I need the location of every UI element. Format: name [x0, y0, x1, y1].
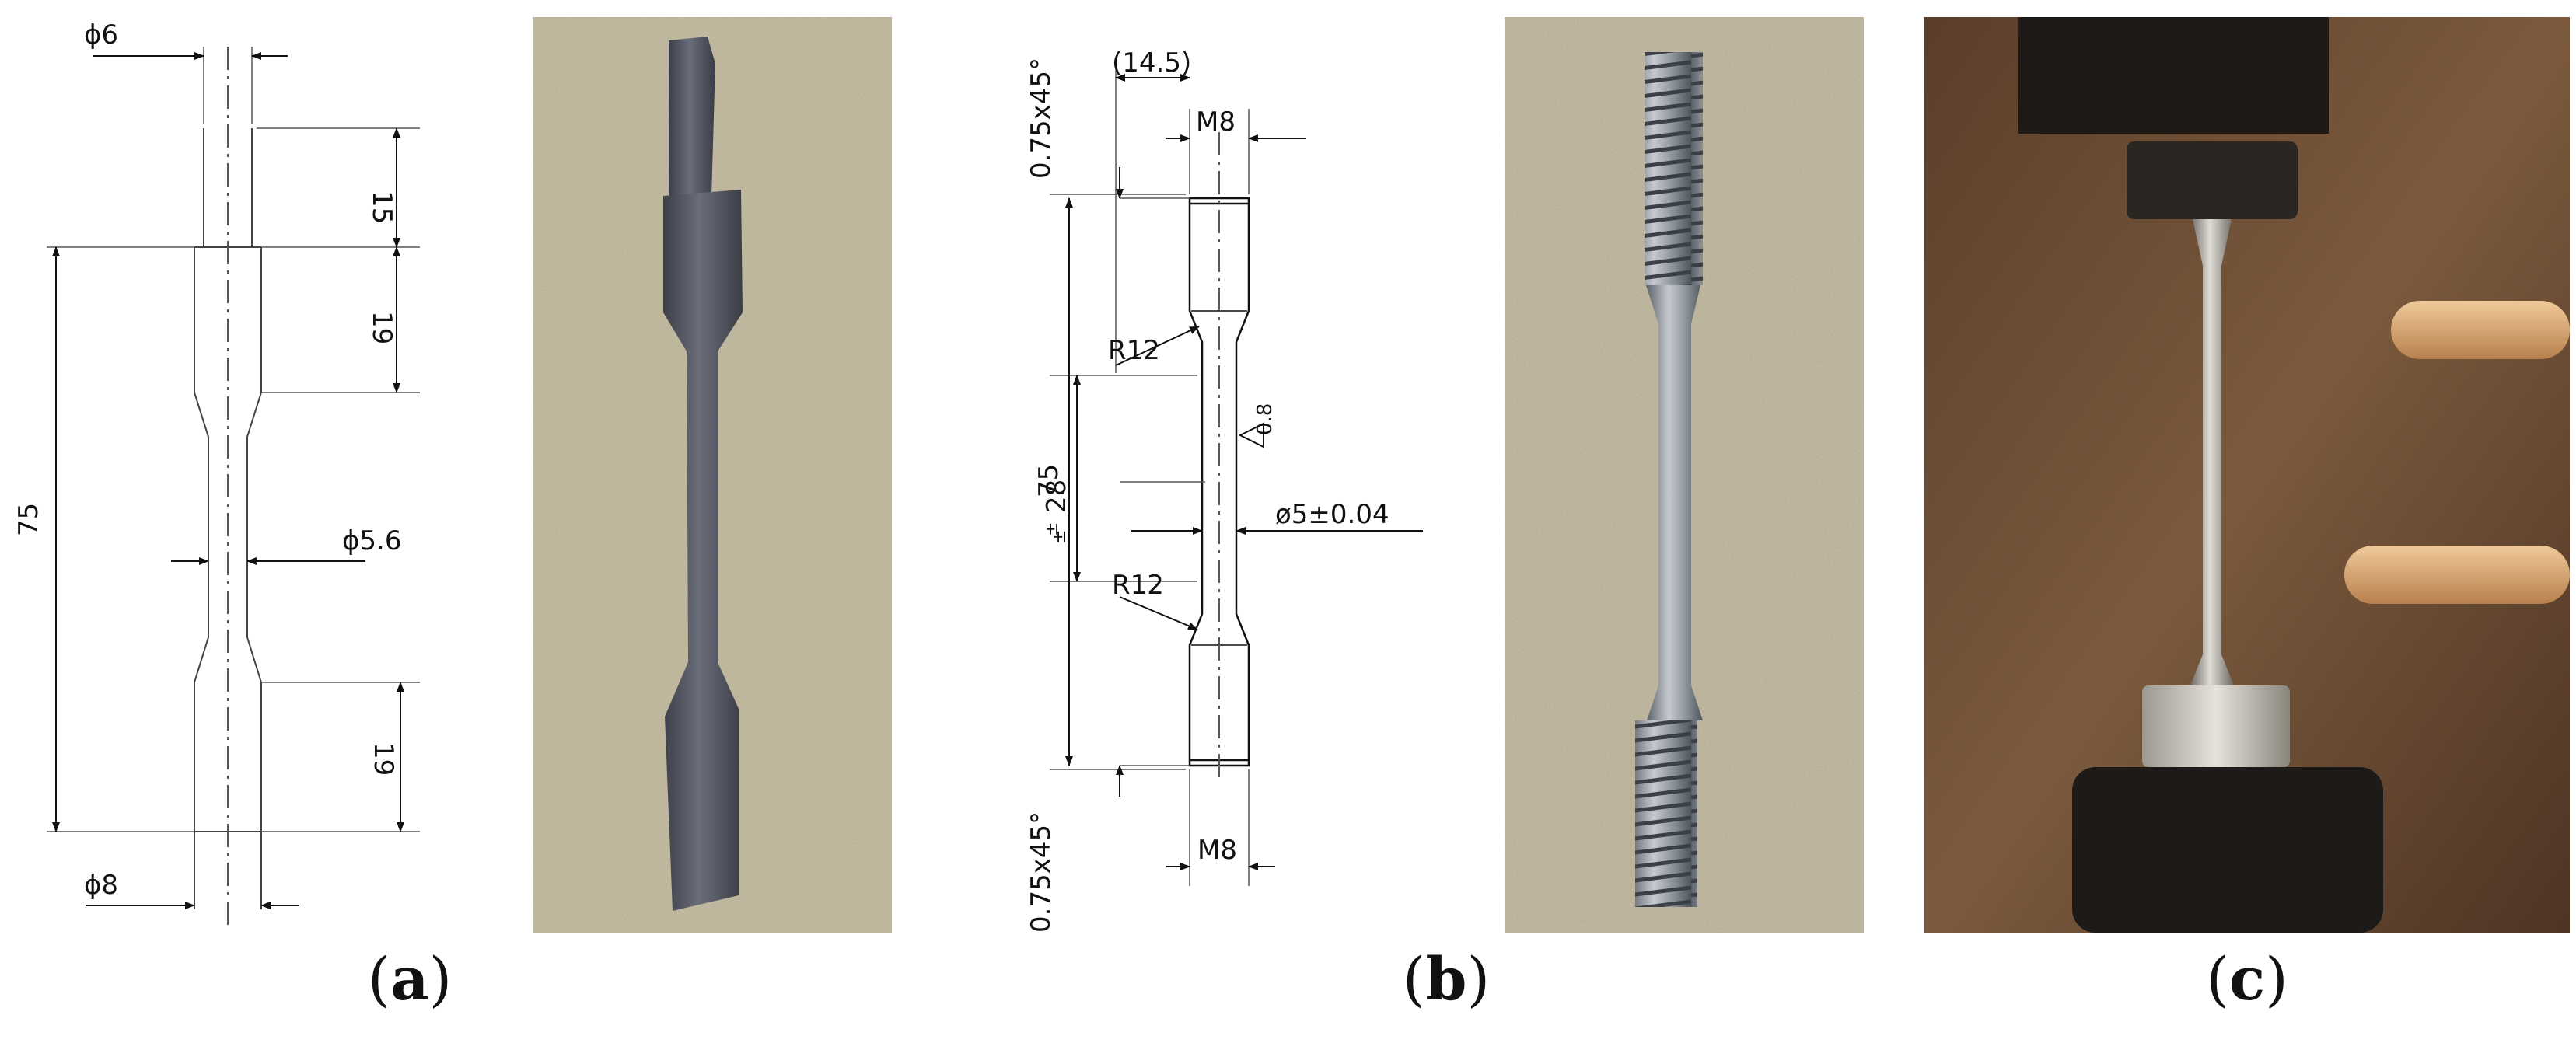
caption-a-letter: a: [390, 944, 429, 1013]
extension-lines-a: [47, 47, 420, 832]
caption-a: (a): [367, 944, 453, 1013]
roughness-symbol: [1238, 422, 1264, 448]
photo-test-rig: [1924, 17, 2570, 933]
wood-rod-top: [2391, 301, 2570, 359]
dim-b-gauge-diameter: ø5±0.04: [1275, 499, 1389, 530]
dim-b-chamfer-bottom: 0.75x45°: [1026, 811, 1057, 933]
caption-c-letter: c: [2228, 944, 2266, 1013]
dim-b-total-tolerance: ±: [1043, 522, 1062, 536]
rough-specimen: [663, 37, 743, 911]
dim-a-bottom-diameter: ϕ8: [84, 870, 118, 901]
wood-rod-bottom: [2344, 546, 2570, 604]
dim-a-shoulder-top-length: 19: [366, 311, 397, 344]
drawing-b: 0.75x45° (14.5) M8 R12 0.8 75 ± 28 ± ø5±…: [1026, 47, 1423, 933]
dim-b-roughness: 0.8: [1253, 403, 1277, 435]
photo-rough-specimen: [533, 17, 892, 933]
lower-grip: [2072, 767, 2383, 933]
dim-b-fillet-top: R12: [1108, 335, 1160, 366]
dim-a-total-length: 75: [13, 503, 44, 536]
dim-a-gauge-diameter: ϕ5.6: [342, 525, 402, 556]
dim-a-grip-length: 15: [366, 190, 397, 224]
caption-b: (b): [1402, 944, 1491, 1013]
photo-machined-specimen: [1505, 17, 1864, 933]
caption-b-letter: b: [1425, 944, 1467, 1013]
drawing-a: ϕ6 15 19 75 ϕ5.6 19 ϕ8: [13, 19, 420, 925]
dim-b-gauge-tolerance: ±: [1050, 530, 1070, 544]
lower-nut: [2142, 685, 2290, 767]
dim-b-fillet-bottom: R12: [1112, 570, 1164, 601]
test-specimen: [2190, 219, 2234, 685]
dim-b-gauge-length: 28: [1041, 480, 1072, 513]
dim-a-top-diameter: ϕ6: [84, 19, 118, 51]
dim-b-chamfer-top: 0.75x45°: [1026, 58, 1057, 179]
dim-b-total-length: 75: [1033, 464, 1064, 497]
caption-c: (c): [2206, 944, 2288, 1013]
dim-b-thread-top: M8: [1196, 106, 1236, 138]
dimension-lines-a: [52, 52, 404, 909]
threaded-specimen: [1635, 52, 1703, 907]
upper-grip: [2018, 17, 2329, 134]
dim-b-ref-length: (14.5): [1112, 47, 1191, 78]
upper-nut: [2127, 141, 2298, 219]
dimension-lines-b: [1065, 74, 1423, 870]
dim-a-shoulder-bottom-length: 19: [368, 742, 399, 776]
dim-b-thread-bottom: M8: [1197, 835, 1237, 866]
